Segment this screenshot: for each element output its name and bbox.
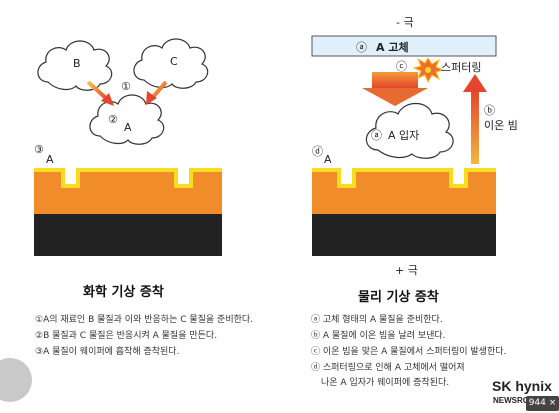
right-title: 물리 기상 증착 (358, 290, 439, 305)
particle-cloud (365, 102, 454, 159)
step-marker-1: ① (121, 80, 131, 93)
brand-sub: NEWSROOM (493, 396, 542, 405)
right-caption-5: 나온 A 입자가 웨이퍼에 증착된다. (321, 378, 450, 388)
left-caption-2: ②B 물질과 C 물질은 반응시켜 A 물질을 만든다. (35, 331, 218, 341)
wafer-right (312, 168, 496, 256)
ion-beam-label: 이온 빔 (484, 119, 518, 132)
particle-label: A 입자 (388, 129, 420, 142)
sputter-marker: ⓒ (396, 60, 407, 73)
solid-a-bar (311, 35, 497, 57)
sputter-burst-icon (412, 57, 445, 84)
down-arrow (362, 72, 428, 106)
step-marker-3: ③ (34, 143, 44, 156)
sputter-label: 스퍼터링 (441, 61, 482, 74)
overlay-badge[interactable]: 944 × (526, 396, 559, 411)
wafer-left (34, 168, 222, 256)
arrow-c-to-a (146, 80, 168, 105)
left-caption-1: ①A의 재료인 B 물질과 이와 반응하는 C 물질을 준비한다. (35, 315, 254, 325)
cloud-c-label: C (170, 55, 178, 68)
zoom-lens-overlay[interactable] (0, 358, 32, 402)
ion-beam-marker: ⓑ (484, 104, 495, 117)
wafer-right-label: A (324, 153, 332, 166)
wafer-left-label: A (46, 153, 54, 166)
cloud-a (89, 94, 165, 145)
right-caption-1: ⓐ 고체 형태의 A 물질을 준비한다. (311, 315, 443, 325)
ion-beam-arrow (463, 74, 487, 164)
overlay-badge-count: 944 (528, 398, 546, 408)
cloud-b-label: B (73, 57, 81, 70)
step-marker-2: ② (108, 113, 118, 126)
solid-label: A 고체 (376, 41, 409, 54)
solid-marker: ⓐ (356, 41, 367, 54)
particle-marker: ⓐ (371, 129, 382, 142)
arrow-b-to-a (86, 80, 114, 106)
plus-pole-label: + 극 (395, 264, 418, 277)
close-icon[interactable]: × (545, 398, 557, 408)
right-caption-4: ⓓ 스퍼터링으로 인해 A 고체에서 떨어져 (311, 363, 465, 373)
minus-pole-label: - 극 (396, 16, 414, 29)
wafer-right-marker: ⓓ (312, 145, 323, 158)
right-caption-2: ⓑ A 물질에 이온 빔을 날려 보낸다. (311, 331, 446, 341)
left-caption-3: ③A 물질이 웨이퍼에 흡착해 증착된다. (35, 347, 180, 357)
cloud-a-label: A (124, 121, 132, 134)
brand-logo: SK hynix (492, 378, 552, 394)
cloud-b (37, 40, 113, 91)
cloud-c (133, 38, 209, 89)
left-title: 화학 기상 증착 (83, 285, 164, 300)
right-caption-3: ⓒ 이온 빔을 맞은 A 물질에서 스퍼터링이 발생한다. (311, 347, 507, 357)
